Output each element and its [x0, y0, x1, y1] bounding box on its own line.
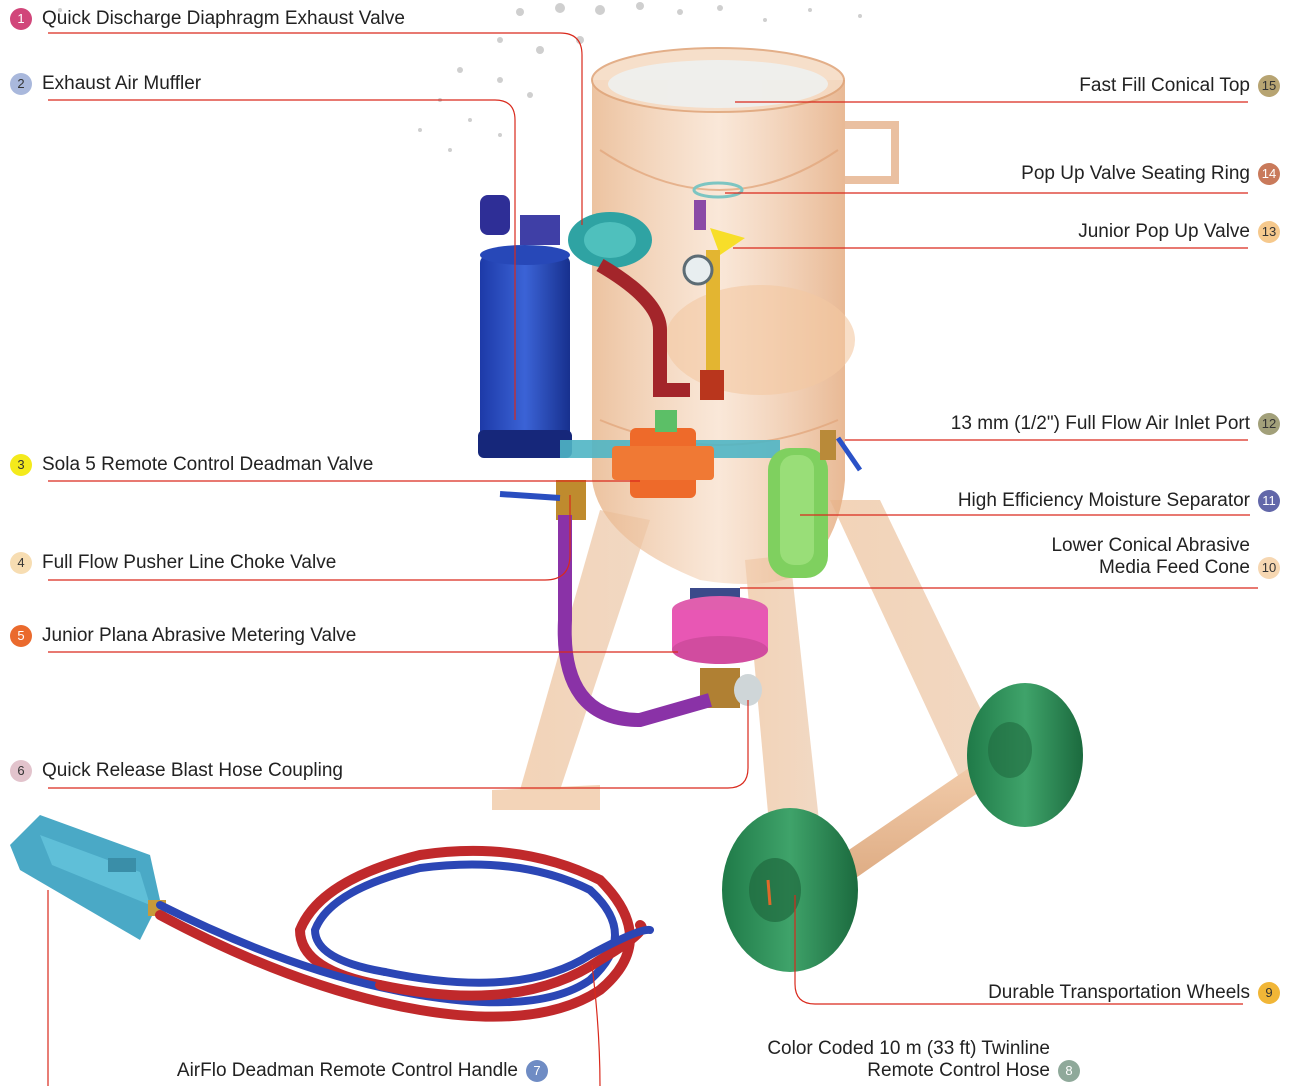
callout-text-line1: Lower Conical Abrasive — [1051, 535, 1250, 557]
callout-1: 1 Quick Discharge Diaphragm Exhaust Valv… — [10, 8, 405, 30]
callout-text-line1: Color Coded 10 m (33 ft) Twinline — [767, 1038, 1050, 1060]
callout-text: High Efficiency Moisture Separator — [958, 490, 1250, 512]
callout-badge: 12 — [1258, 413, 1280, 435]
callout-text: Pop Up Valve Seating Ring — [1021, 163, 1250, 185]
callout-badge: 14 — [1258, 163, 1280, 185]
callout-5: 5 Junior Plana Abrasive Metering Valve — [10, 625, 356, 647]
callout-10: Lower Conical Abrasive Media Feed Cone 1… — [900, 535, 1280, 579]
callout-9: Durable Transportation Wheels 9 — [860, 982, 1280, 1004]
callout-text: Sola 5 Remote Control Deadman Valve — [42, 454, 373, 476]
exhaust-muffler — [478, 245, 572, 458]
metering-valve — [672, 588, 768, 708]
callout-text: Full Flow Pusher Line Choke Valve — [42, 552, 336, 574]
callout-8: Color Coded 10 m (33 ft) Twinline Remote… — [700, 1038, 1080, 1082]
callout-badge: 13 — [1258, 221, 1280, 243]
callout-badge: 11 — [1258, 490, 1280, 512]
callout-text: Exhaust Air Muffler — [42, 73, 201, 95]
callout-13: Junior Pop Up Valve 13 — [860, 221, 1280, 243]
callout-7: AirFlo Deadman Remote Control Handle 7 — [120, 1060, 548, 1082]
callout-badge: 10 — [1258, 557, 1280, 579]
callout-15: Fast Fill Conical Top 15 — [860, 75, 1280, 97]
callout-12: 13 mm (1/2") Full Flow Air Inlet Port 12 — [860, 413, 1280, 435]
callout-badge: 15 — [1258, 75, 1280, 97]
callout-text: Durable Transportation Wheels — [988, 982, 1250, 1004]
callout-text: 13 mm (1/2") Full Flow Air Inlet Port — [951, 413, 1250, 435]
remote-control-handle — [10, 815, 166, 940]
callout-text: AirFlo Deadman Remote Control Handle — [177, 1060, 518, 1082]
callout-2: 2 Exhaust Air Muffler — [10, 73, 201, 95]
callout-text: Junior Plana Abrasive Metering Valve — [42, 625, 356, 647]
callout-4: 4 Full Flow Pusher Line Choke Valve — [10, 552, 336, 574]
callout-badge: 9 — [1258, 982, 1280, 1004]
callout-text-line2: Media Feed Cone — [1051, 557, 1250, 579]
callout-badge: 4 — [10, 552, 32, 574]
callout-6: 6 Quick Release Blast Hose Coupling — [10, 760, 343, 782]
callout-badge: 8 — [1058, 1060, 1080, 1082]
callout-badge: 6 — [10, 760, 32, 782]
callout-badge: 1 — [10, 8, 32, 30]
callout-text: Color Coded 10 m (33 ft) Twinline Remote… — [767, 1038, 1050, 1082]
callout-14: Pop Up Valve Seating Ring 14 — [860, 163, 1280, 185]
callout-text: Lower Conical Abrasive Media Feed Cone — [1051, 535, 1250, 579]
callout-badge: 2 — [10, 73, 32, 95]
callout-3: 3 Sola 5 Remote Control Deadman Valve — [10, 454, 373, 476]
callout-badge: 7 — [526, 1060, 548, 1082]
callout-badge: 3 — [10, 454, 32, 476]
callout-text-line2: Remote Control Hose — [767, 1060, 1050, 1082]
callout-text: Junior Pop Up Valve — [1078, 221, 1250, 243]
callout-text: Quick Discharge Diaphragm Exhaust Valve — [42, 8, 405, 30]
twinline-hose — [160, 851, 650, 1017]
callout-text: Quick Release Blast Hose Coupling — [42, 760, 343, 782]
callout-text: Fast Fill Conical Top — [1079, 75, 1250, 97]
callout-11: High Efficiency Moisture Separator 11 — [860, 490, 1280, 512]
callout-badge: 5 — [10, 625, 32, 647]
